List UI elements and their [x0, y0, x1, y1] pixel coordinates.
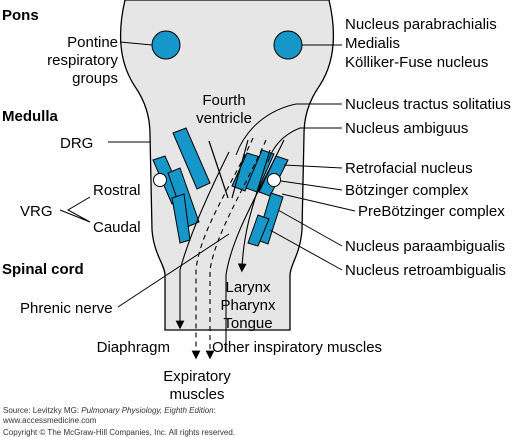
section-medulla: Medulla [2, 108, 58, 125]
label-fourth-2: ventricle [196, 110, 252, 127]
brainstem-outline [119, 0, 335, 331]
leader-pontine [119, 41, 153, 46]
label-other-inspiratory: Other inspiratory muscles [212, 339, 382, 356]
right-vrg-nucleus-4 [247, 214, 270, 247]
left-botzinger-dot [153, 173, 167, 187]
label-pontine-2: respiratory [47, 52, 118, 69]
fourth-ventricle-left-line [208, 140, 229, 199]
label-retroambigualis: Nucleus retroambigualis [345, 262, 506, 279]
pathway-phrenic [175, 151, 230, 330]
leader-ambiguus [267, 127, 342, 163]
label-botzinger: Bötzinger complex [345, 182, 469, 199]
pathway-larynx [237, 149, 271, 273]
label-pontine-3: groups [72, 70, 118, 87]
pathway-expiratory [191, 137, 254, 360]
vrg-bracket [59, 196, 91, 223]
label-tongue: Tongue [223, 315, 272, 332]
copyright-notice: Copyright © The McGraw-Hill Companies, I… [3, 428, 235, 437]
label-diaphragm: Diaphragm [97, 339, 170, 356]
label-rostral: Rostral [93, 182, 141, 199]
right-botzinger-dot [267, 173, 281, 187]
label-pharynx: Pharynx [220, 297, 276, 314]
section-spinal-cord: Spinal cord [2, 261, 84, 278]
leader-retroambigualis [269, 229, 343, 271]
label-ambiguus: Nucleus ambiguus [345, 120, 468, 137]
label-pontine-1: Pontine [67, 34, 118, 51]
label-paraambigualis: Nucleus paraambigualis [345, 238, 505, 255]
section-pons: Pons [2, 7, 39, 24]
fourth-ventricle-right-line [231, 139, 249, 199]
label-caudal: Caudal [93, 219, 141, 236]
pontine-nucleus-right [273, 30, 303, 60]
label-tractus: Nucleus tractus solitatius [345, 96, 511, 113]
label-larynx: Larynx [225, 279, 271, 296]
leader-botzinger [280, 180, 343, 191]
label-fourth-1: Fourth [202, 92, 245, 109]
label-expiratory-2: muscles [169, 386, 224, 403]
leader-retrofacial [283, 164, 343, 169]
label-vrg: VRG [20, 203, 53, 220]
left-drg-nucleus [172, 127, 211, 190]
label-expiratory-1: Expiratory [163, 368, 231, 385]
label-medialis: Medialis [345, 35, 400, 52]
label-retrofacial: Retrofacial nucleus [345, 160, 473, 177]
label-parabrachialis: Nucleus parabrachialis [345, 16, 497, 33]
pathway-other-inspiratory [205, 139, 267, 360]
source-url: www.accessmedicine.com [2, 416, 97, 425]
right-drg-nucleus [231, 152, 261, 192]
label-phrenic-nerve: Phrenic nerve [20, 300, 113, 317]
leader-tractus [235, 103, 342, 156]
pontine-nucleus-left [151, 30, 181, 60]
label-kolliker: Kölliker-Fuse nucleus [345, 54, 488, 71]
leader-prebotzinger [281, 193, 356, 212]
leader-paraambigualis [277, 209, 343, 247]
source-citation: Source: Levitzky MG: Pulmonary Physiolog… [3, 406, 216, 415]
label-drg: DRG [60, 135, 93, 152]
label-prebotzinger: PreBötzinger complex [358, 203, 505, 220]
pathway-solid-inspiratory [225, 139, 285, 352]
leader-phrenic [117, 233, 230, 308]
